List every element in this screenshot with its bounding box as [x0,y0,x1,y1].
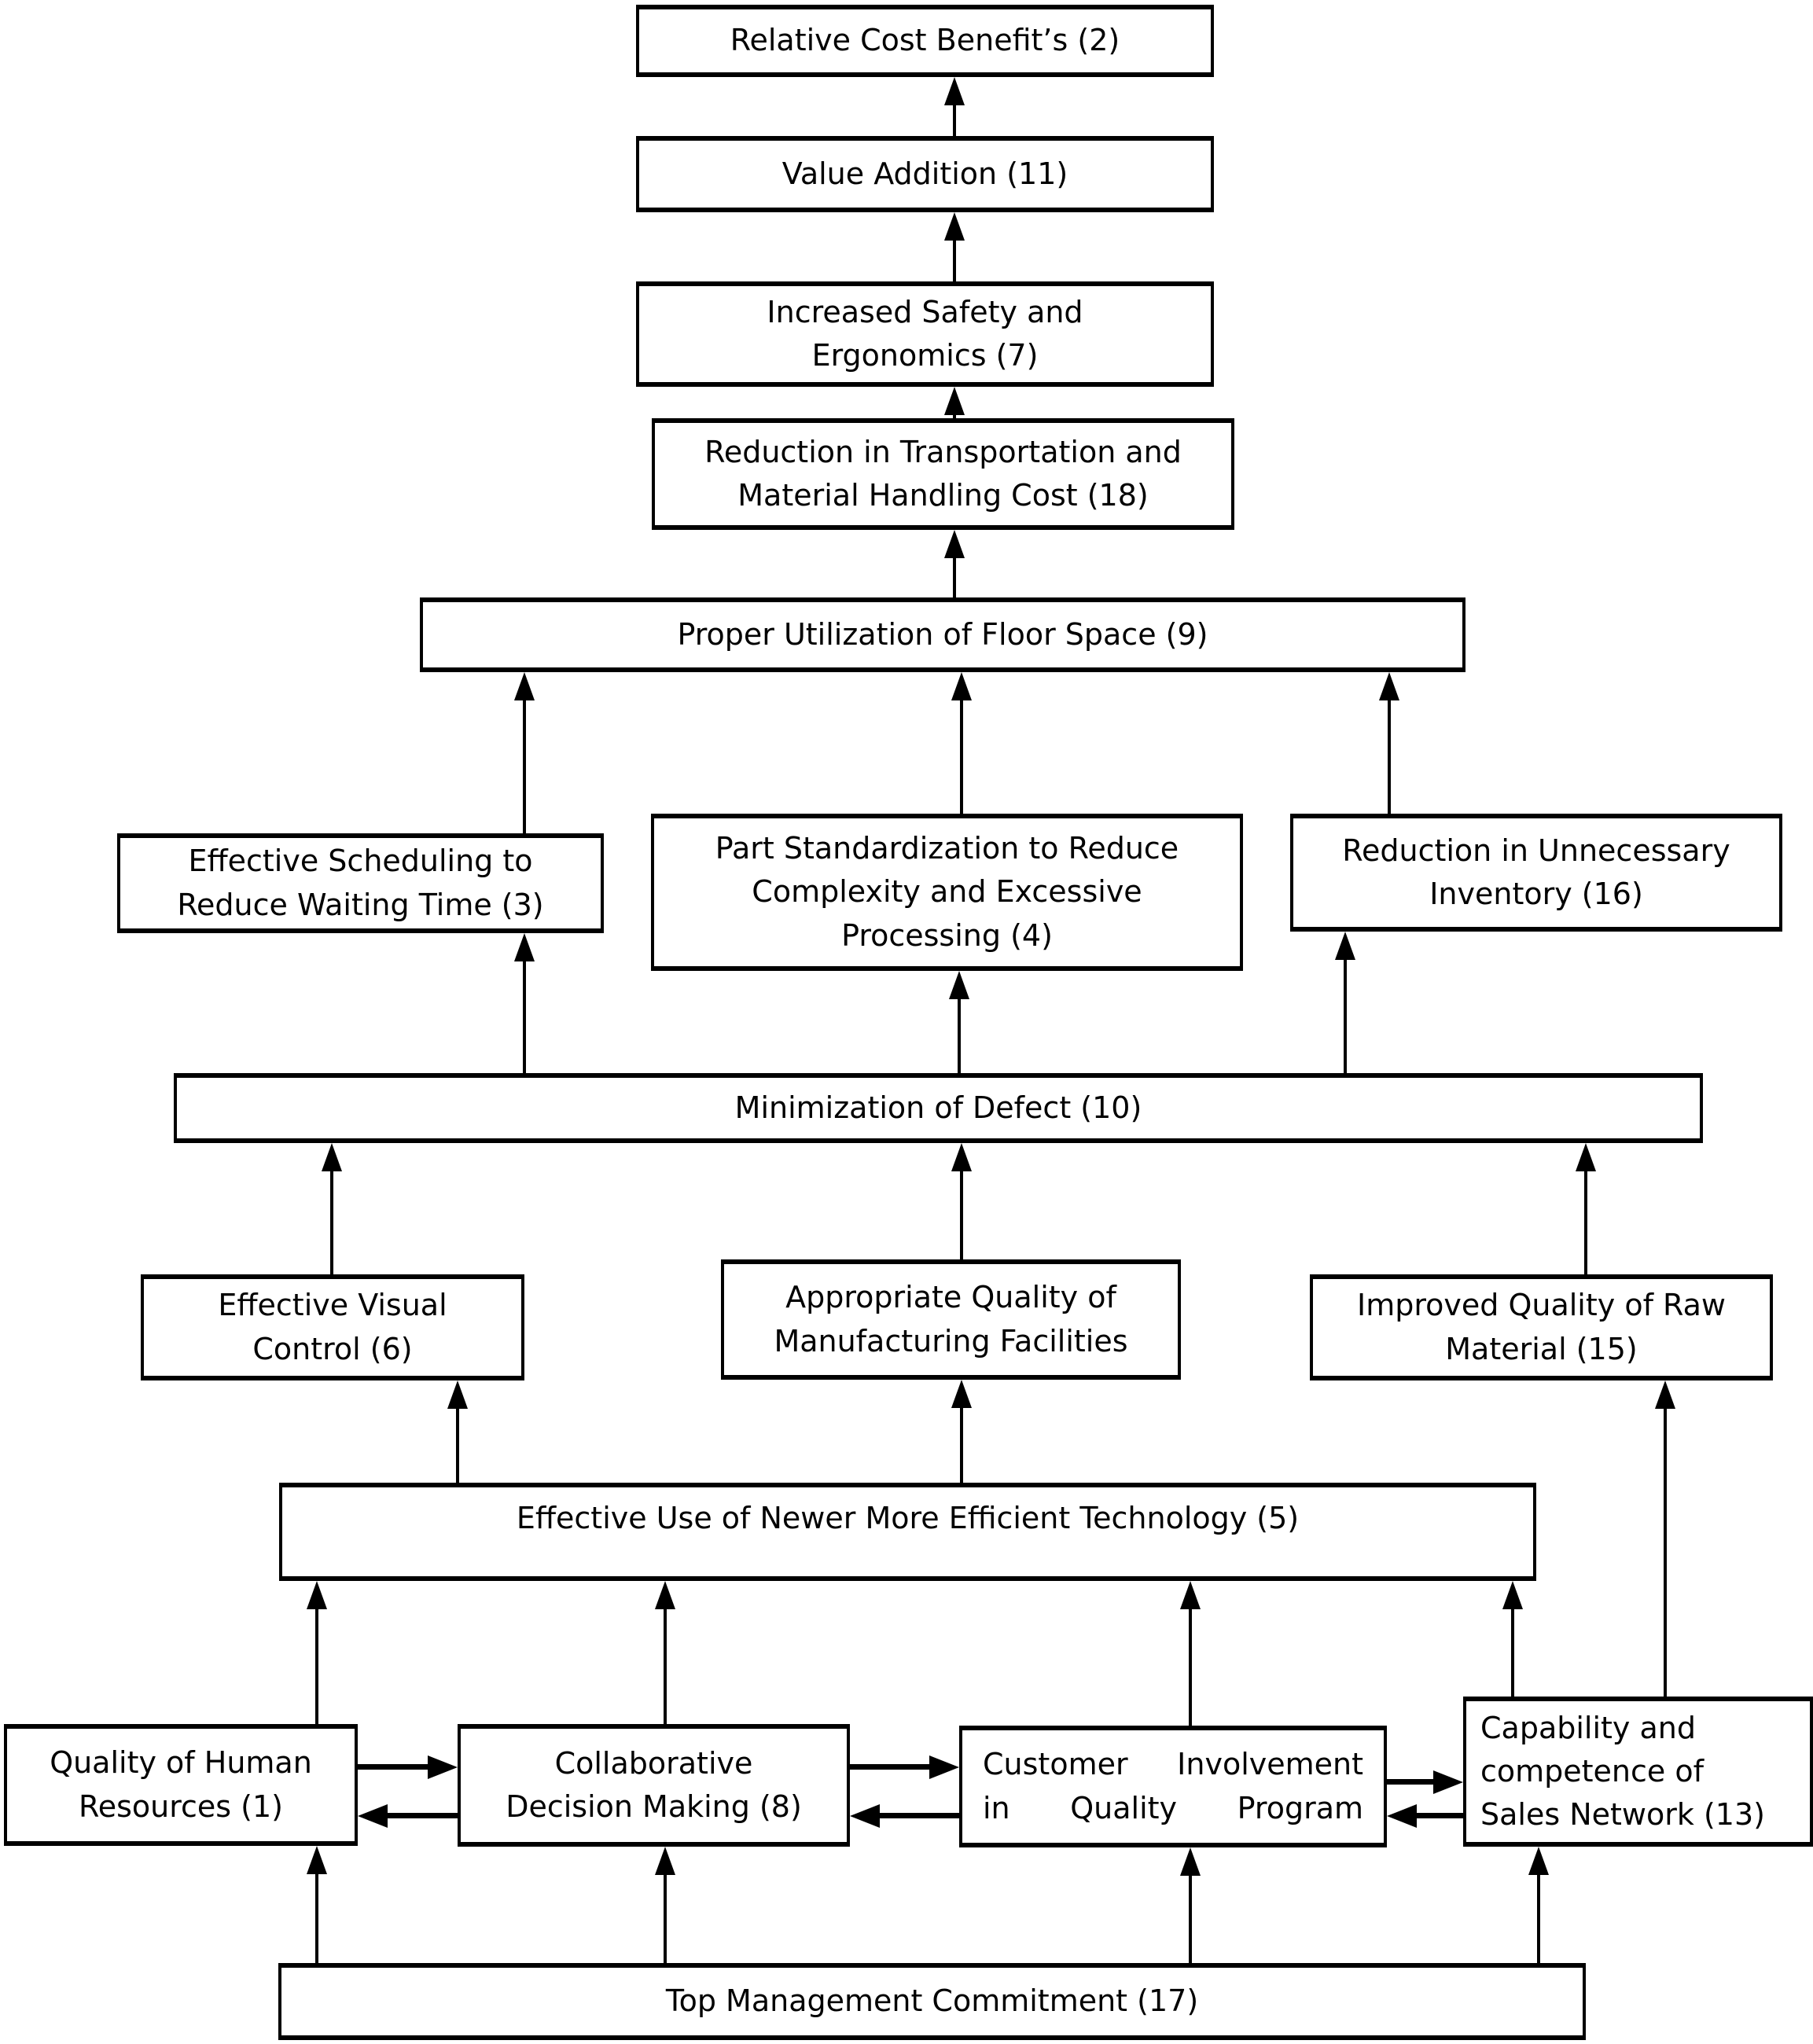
arrow-value-addition-to-relative-cost-benefits [944,77,965,136]
arrow-collaborative-decision-to-human-resources [358,1804,458,1828]
arrow-human-resources-to-newer-technology [307,1581,327,1724]
node-label-line: Reduction in Transportation and [704,434,1182,469]
node-label-line: Effective Use of Newer More Efficient Te… [516,1500,1300,1535]
arrow-top-management-to-customer-involvement [1180,1847,1201,1963]
arrow-customer-involvement-to-newer-technology [1180,1581,1201,1726]
node-label-line: Decision Making (8) [506,1789,802,1824]
arrow-part-standardization-to-floor-space [951,672,972,814]
node-value-addition: Value Addition (11) [636,136,1214,212]
node-proper-floor-space: Proper Utilization of Floor Space (9) [420,597,1465,672]
node-label-line: Increased Safety and [767,294,1083,329]
node-label-line: Manufacturing Facilities [774,1323,1128,1358]
node-label-line: Value Addition (11) [781,156,1068,191]
node-sales-network: Capability and competence of Sales Netwo… [1463,1697,1813,1847]
node-minimization-defect: Minimization of Defect (10) [174,1073,1703,1143]
node-label-line: Resources (1) [79,1788,283,1824]
arrow-customer-involvement-to-collaborative-decision [850,1804,959,1828]
arrow-human-resources-to-collaborative-decision [358,1755,458,1779]
node-increased-safety-ergonomics: Increased Safety and Ergonomics (7) [636,281,1214,387]
arrow-floor-space-to-reduction-transportation [944,530,965,597]
arrow-top-management-to-human-resources [307,1846,327,1963]
node-label-line: competence of [1480,1753,1704,1788]
arrow-sales-network-to-customer-involvement [1387,1804,1463,1828]
node-label-line: Minimization of Defect (10) [734,1090,1142,1125]
arrow-raw-material-to-minimization-defect [1576,1143,1596,1274]
arrow-visual-control-to-minimization-defect [322,1143,342,1274]
node-label-line: Collaborative [554,1745,753,1781]
arrow-collaborative-decision-to-customer-involvement [850,1755,959,1779]
node-label-line: Customer Involvement [983,1747,1363,1782]
node-label-line: Inventory (16) [1429,877,1643,911]
node-reduction-inventory: Reduction in Unnecessary Inventory (16) [1290,814,1782,932]
arrow-minimization-defect-to-part-standardization [949,971,969,1073]
node-label-line: Quality of Human [50,1745,312,1781]
arrow-collaborative-decision-to-newer-technology [655,1581,675,1724]
node-label-line: Material (15) [1445,1331,1638,1366]
arrow-reduction-inventory-to-floor-space [1379,672,1399,814]
node-label-line: Effective Visual [218,1288,447,1323]
node-label-line: Processing (4) [841,917,1053,953]
node-label-line: Material Handling Cost (18) [737,478,1149,513]
arrow-top-management-to-collaborative-decision [655,1847,675,1963]
node-label-line: Reduce Waiting Time (3) [177,887,544,922]
node-label-line: Reduction in Unnecessary [1342,833,1730,868]
arrow-minimization-defect-to-effective-scheduling [514,933,535,1073]
arrow-customer-involvement-to-sales-network [1387,1770,1463,1794]
arrow-effective-scheduling-to-floor-space [514,672,535,833]
node-label-line: Proper Utilization of Floor Space (9) [677,616,1208,652]
arrow-reduction-transportation-to-increased-safety [944,387,965,418]
node-label-line: Sales Network (13) [1480,1797,1765,1833]
node-label-line: Capability and [1480,1710,1696,1745]
node-label-line: Control (6) [252,1331,413,1366]
arrow-manufacturing-facilities-to-minimization-defect [951,1143,972,1259]
arrow-sales-network-to-raw-material [1655,1380,1675,1697]
arrow-newer-technology-to-manufacturing-facilities [951,1380,972,1483]
arrow-newer-technology-to-visual-control [447,1380,468,1483]
arrow-minimization-defect-to-reduction-inventory [1335,932,1355,1073]
node-label-line: Appropriate Quality of [785,1280,1116,1315]
node-top-management: Top Management Commitment (17) [278,1963,1586,2040]
node-part-standardization: Part Standardization to Reduce Complexit… [651,814,1243,971]
node-label-line: Part Standardization to Reduce [715,831,1179,866]
node-label-line: Relative Cost Benefit’s (2) [730,23,1120,58]
node-label-line: Effective Scheduling to [188,844,533,879]
node-label-line: in Quality Program [983,1790,1363,1825]
node-effective-visual-control: Effective Visual Control (6) [141,1274,524,1380]
node-effective-scheduling: Effective Scheduling to Reduce Waiting T… [117,833,604,933]
node-relative-cost-benefits: Relative Cost Benefit’s (2) [636,5,1214,77]
node-label-line: Complexity and Excessive [752,874,1142,910]
node-newer-technology: Effective Use of Newer More Efficient Te… [279,1483,1536,1581]
node-label-line: Improved Quality of Raw [1357,1288,1726,1323]
node-label-line: Ergonomics (7) [811,338,1039,373]
node-quality-human-resources: Quality of Human Resources (1) [4,1724,358,1846]
node-quality-manufacturing-facilities: Appropriate Quality of Manufacturing Fac… [721,1259,1181,1380]
node-label-line: Top Management Commitment (17) [665,1983,1199,2019]
node-reduction-transportation-cost: Reduction in Transportation and Material… [652,418,1234,530]
node-customer-involvement: Customer Involvement in Quality Program [959,1726,1387,1847]
node-improved-raw-material: Improved Quality of Raw Material (15) [1310,1274,1773,1380]
arrow-increased-safety-to-value-addition [944,212,965,281]
node-collaborative-decision: Collaborative Decision Making (8) [458,1724,850,1847]
arrow-sales-network-to-newer-technology [1502,1581,1523,1697]
arrow-top-management-to-sales-network [1528,1847,1549,1963]
